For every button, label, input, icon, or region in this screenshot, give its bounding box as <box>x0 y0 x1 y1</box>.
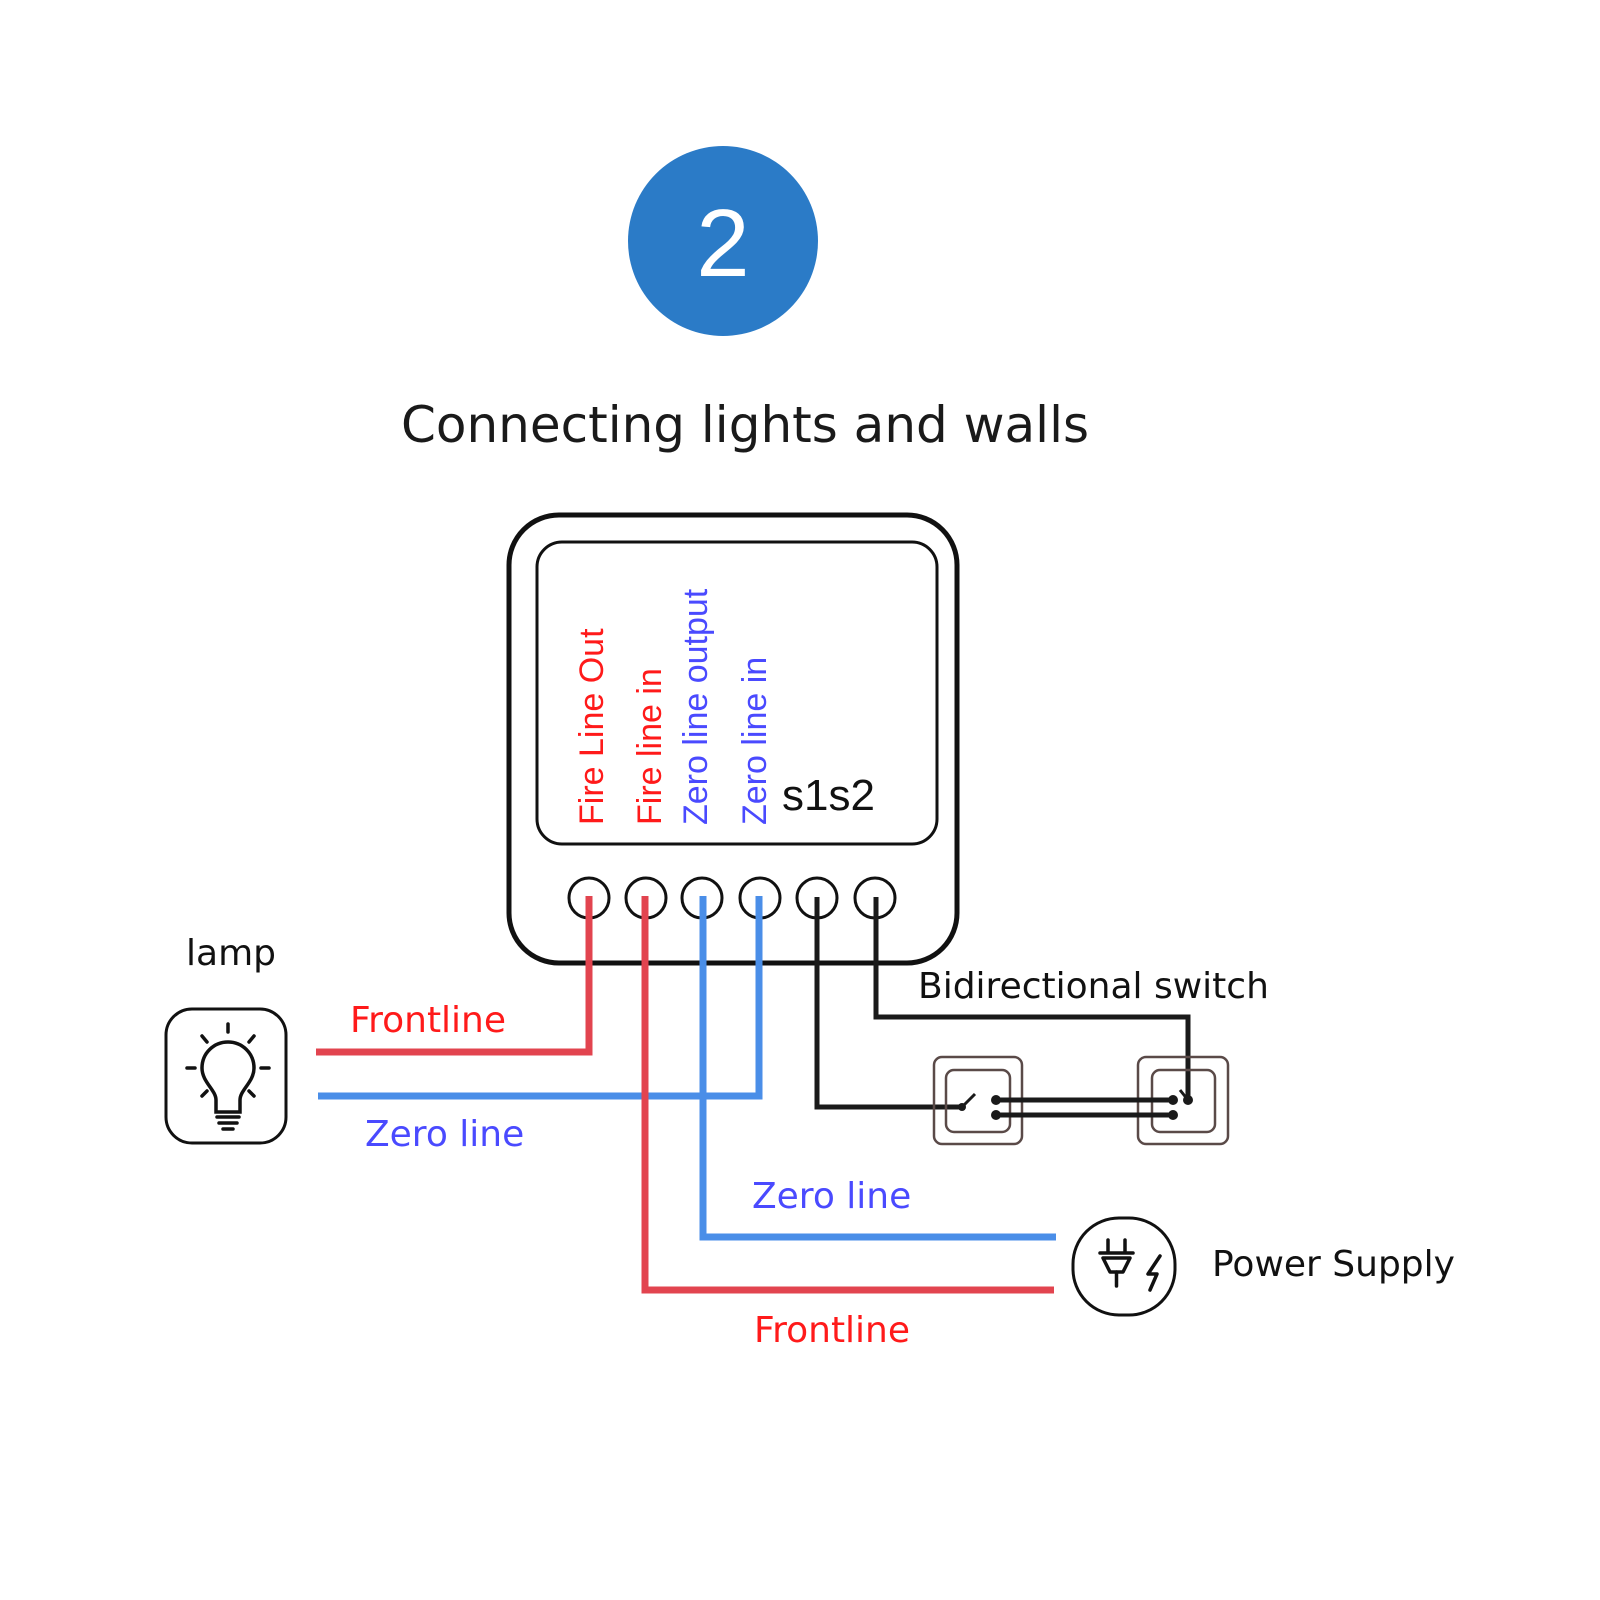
switch-label: Bidirectional switch <box>918 966 1269 1007</box>
smart-switch-module: Fire Line Out Fire line in Zero line out… <box>506 512 960 966</box>
lightbulb-icon <box>185 1022 271 1131</box>
module-body <box>506 512 960 966</box>
switch-terminal-labels: s1s2 <box>782 771 875 820</box>
terminal-label-zero-in: Zero line in <box>736 657 774 825</box>
label-lamp-zero: Zero line <box>365 1114 524 1155</box>
wire-s1 <box>814 897 962 1110</box>
power-supply-frame <box>1071 1216 1177 1317</box>
power-supply-label: Power Supply <box>1212 1244 1455 1285</box>
step-badge: 2 <box>628 146 818 336</box>
bidirectional-switch <box>932 1055 1230 1146</box>
wire-lamp-zero <box>318 896 763 1100</box>
terminal-label-fire-out: Fire Line Out <box>573 628 611 825</box>
page-title: Connecting lights and walls <box>401 396 1089 454</box>
wire-supply-frontline <box>641 896 1054 1294</box>
wire-supply-zero <box>699 896 1056 1241</box>
label-supply-zero: Zero line <box>752 1176 911 1217</box>
step-circle <box>628 146 818 336</box>
module-label-panel <box>535 540 939 846</box>
power-supply <box>1071 1216 1177 1317</box>
label-supply-frontline: Frontline <box>754 1310 910 1351</box>
lamp <box>164 1007 288 1145</box>
wire-s2 <box>873 897 1191 1100</box>
step-number: 2 <box>696 190 749 297</box>
lamp-label: lamp <box>186 933 276 974</box>
wire-lamp-frontline <box>316 896 593 1056</box>
terminal-label-zero-out: Zero line output <box>677 588 715 825</box>
plug-icon <box>1098 1238 1162 1292</box>
lamp-frame <box>164 1007 288 1145</box>
terminal-label-fire-in: Fire line in <box>631 668 669 825</box>
label-lamp-frontline: Frontline <box>350 1000 506 1041</box>
